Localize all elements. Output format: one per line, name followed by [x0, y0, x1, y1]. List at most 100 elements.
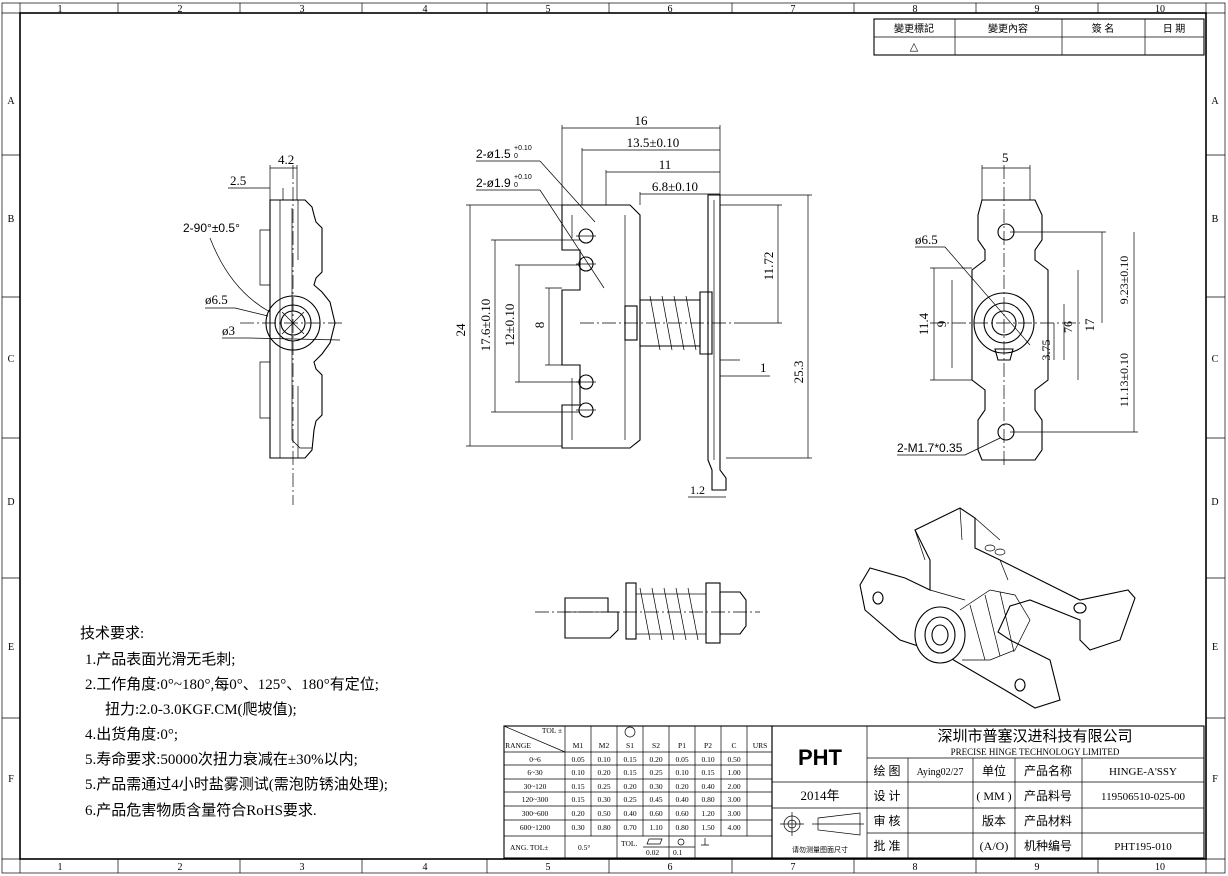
product-name-value: HINGE-A'SSY — [1109, 766, 1177, 778]
tol-value-cell: 0.50 — [597, 809, 610, 818]
part-number-value: 119506510-025-00 — [1101, 791, 1185, 803]
col-label: 2 — [178, 862, 183, 873]
ang-label: ANG. TOL± — [510, 843, 548, 852]
col-label: 3 — [300, 4, 305, 15]
tol-value-cell: 3.00 — [727, 795, 740, 804]
tol-value-cell: 1.00 — [727, 768, 740, 777]
title-block: PHT 2014年 请勿测量图面尺寸 深圳市普塞汉进科技有限公司 PRECISE… — [771, 725, 1205, 859]
approve-label: 批 准 — [873, 838, 900, 853]
tol-value-cell: 0.05 — [571, 755, 584, 764]
dim-label: 17 — [1082, 318, 1097, 332]
tech-item: 6.产品危害物质含量符合RoHS要求. — [85, 802, 317, 819]
model-label: 机种编号 — [1024, 838, 1072, 853]
revision-header: 簽 名 — [1092, 22, 1115, 35]
material-label: 产品材料 — [1024, 814, 1072, 828]
dim-label: +0.10 — [514, 145, 532, 152]
tol-value-cell: 0.40 — [623, 809, 636, 818]
tol-value-cell: 0.15 — [623, 755, 636, 764]
tol-value-cell: 0.20 — [623, 782, 636, 791]
tol-value-cell: 0.50 — [727, 755, 740, 764]
row-label: F — [8, 774, 14, 785]
tol-value-cell: 1.50 — [701, 823, 714, 832]
col-label: 7 — [791, 862, 796, 873]
tol-value-cell: 0.25 — [597, 782, 610, 791]
projection-symbol-icon — [780, 812, 864, 836]
dim-label: 2-90°±0.5° — [183, 221, 240, 235]
tol-value-cell: 0.60 — [649, 809, 662, 818]
col-label: 8 — [913, 862, 918, 873]
tol-header: M2 — [599, 741, 610, 750]
company-name-en: PRECISE HINGE TECHNOLOGY LIMITED — [951, 747, 1120, 757]
tol-value-cell: 0.15 — [571, 782, 584, 791]
col-label: 10 — [1155, 862, 1165, 873]
tol-value-cell: 0.10 — [675, 768, 688, 777]
dim-label: ø3 — [222, 323, 235, 338]
unit-value: ( MM ) — [976, 789, 1011, 803]
revision-table: 變更標記 變更內容 簽 名 日 期 △ — [873, 18, 1205, 56]
front-view: 16 13.5±0.10 11 6.8±0.10 2-ø1.5 +0.10 0 … — [453, 113, 812, 498]
col-label: 10 — [1155, 4, 1165, 15]
tol-value-cell: 1.20 — [701, 809, 714, 818]
dim-label: 11.72 — [761, 252, 776, 281]
tol-range-cell: 600~1200 — [520, 823, 551, 832]
col-label: 6 — [668, 862, 673, 873]
tol-header: P1 — [678, 741, 686, 750]
tol-value-cell: 0.20 — [571, 809, 584, 818]
dim-label: 9 — [934, 321, 949, 328]
tol-label: TOL. — [621, 839, 637, 848]
tol-value-cell: 0.15 — [701, 768, 714, 777]
product-name-label: 产品名称 — [1024, 763, 1072, 778]
tol-range-cell: 300~600 — [522, 809, 549, 818]
tol-value-cell: 0.25 — [649, 768, 662, 777]
tech-item: 4.出货角度:0°; — [85, 726, 178, 743]
dim-label: 1 — [760, 360, 767, 375]
dim-label: 11.4 — [916, 312, 931, 335]
dim-label: 0 — [514, 153, 518, 160]
tol-value-cell: 0.30 — [597, 795, 610, 804]
col-label: 9 — [1035, 862, 1040, 873]
tech-item: 5.寿命要求:50000次扭力衰减在±30%以内; — [85, 750, 358, 768]
drawing-year: 2014年 — [800, 788, 839, 803]
dim-label: 11.13±0.10 — [1117, 353, 1131, 407]
revision-header: 日 期 — [1163, 23, 1186, 35]
tol-header: S2 — [652, 741, 660, 750]
dim-label: 9.23±0.10 — [1117, 256, 1131, 305]
dim-label: 13.5±0.10 — [627, 135, 680, 150]
dim-label: 12±0.10 — [502, 304, 517, 347]
version-label: 版本 — [982, 814, 1006, 828]
version-value: (A/O) — [980, 839, 1009, 853]
row-label: B — [1212, 214, 1219, 225]
ang-value: 0.5° — [578, 843, 590, 852]
row-label: D — [1211, 497, 1218, 508]
tol-value-cell: 0.70 — [623, 823, 636, 832]
revision-mark: △ — [910, 41, 919, 53]
tol-value-cell: 0.20 — [649, 755, 662, 764]
tol-value-cell: 0.60 — [675, 809, 688, 818]
design-label: 设 计 — [873, 789, 900, 803]
dim-label: 24 — [453, 323, 468, 337]
tech-title: 技术要求: — [80, 625, 144, 642]
tol-range-cell: 120~300 — [522, 795, 549, 804]
drawer-value: Aying02/27 — [917, 767, 964, 778]
col-label: 8 — [913, 4, 918, 15]
tol-value-cell: 0.30 — [571, 823, 584, 832]
tol-header: C — [731, 741, 736, 750]
dim-label: 2-ø1.9 — [476, 176, 511, 190]
col-label: 2 — [178, 4, 183, 15]
draw-label: 绘 图 — [873, 763, 900, 778]
dim-label: 25.3 — [791, 361, 806, 384]
dim-label: 2.5 — [230, 173, 246, 188]
tech-item: 1.产品表面光滑无毛刺; — [85, 651, 235, 668]
tol-value-cell: 0.10 — [597, 755, 610, 764]
tol-value-cell: 0.10 — [571, 768, 584, 777]
tol-value-cell: 0.45 — [649, 795, 662, 804]
tol-value-cell: 1.10 — [649, 823, 662, 832]
tol-value-cell: 0.20 — [597, 768, 610, 777]
tol-range-cell: 30~120 — [524, 782, 547, 791]
tol-value-cell: 0.80 — [675, 823, 688, 832]
tol-value-cell: 0.40 — [701, 782, 714, 791]
tol-value-cell: 0.80 — [701, 795, 714, 804]
tol-range-cell: 6~30 — [527, 768, 543, 777]
